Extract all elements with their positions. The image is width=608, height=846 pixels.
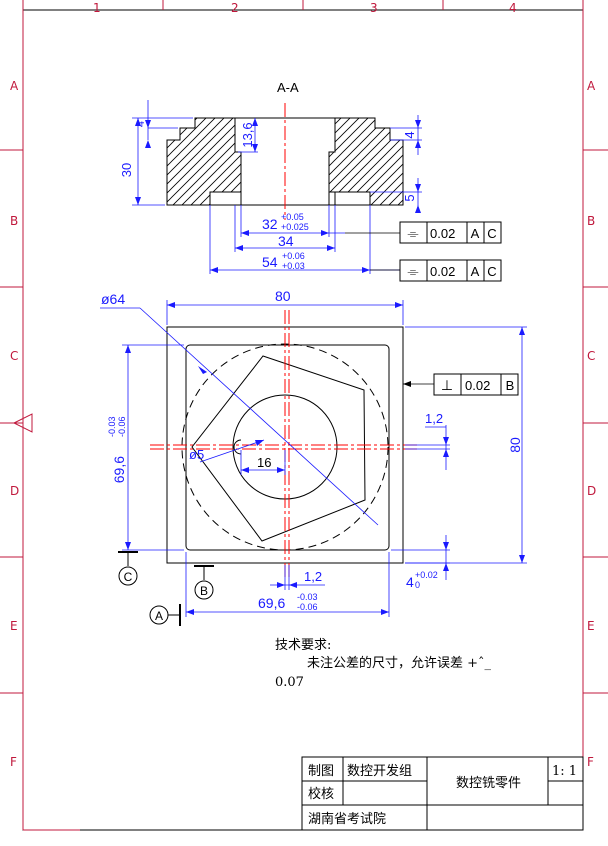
zone-col-2: 2 (231, 1, 239, 15)
dim-dia-64: ø64 (101, 291, 125, 307)
dim-height-80: 80 (507, 437, 523, 453)
notes-heading: 技术要求: (275, 638, 331, 653)
plan-dim-arrows (125, 302, 525, 615)
centering-arrow (12, 413, 33, 433)
zone-row-c-left: C (10, 349, 18, 363)
zone-row-f-left: F (10, 755, 17, 769)
dim-left-69-6-lower-tol: -0.06 (117, 416, 127, 437)
dim-offset-right-1-2: 1,2 (425, 411, 443, 426)
dim-width-80: 80 (275, 288, 291, 304)
zone-col-4: 4 (509, 1, 517, 15)
title-drawn-by: 数控开发组 (347, 763, 412, 779)
fcf-perpendicularity: ⊥ 0.02 B (403, 373, 519, 396)
dim-width-54-lower-tol: +0.03 (282, 261, 305, 271)
plan-dimensions (100, 300, 527, 617)
fcf-symmetry-1: ⌯ 0.02 A C (345, 221, 502, 244)
zone-col-3: 3 (370, 1, 378, 15)
datum-a-label: A (155, 609, 163, 623)
section-view (166, 103, 404, 220)
dim-left-69-6: 69,6 (111, 456, 127, 483)
dim-width-34: 34 (278, 233, 294, 249)
dim-depth-4-lower-tol: 0 (415, 580, 420, 590)
dim-hole-dia-5: ø5 (189, 447, 204, 462)
dim-step-4: 4 (135, 121, 147, 127)
fcf1-datum-1: A (471, 226, 480, 241)
title-block (301, 756, 584, 831)
title-institute: 湖南省考试院 (308, 811, 386, 827)
fcf-symmetry-2: ⌯ 0.02 A C (370, 259, 502, 282)
dim-height-30: 30 (119, 163, 134, 177)
zone-row-b-left: B (10, 214, 18, 228)
dim-offset-bottom-1-2: 1,2 (304, 569, 322, 584)
fcf-perp-datum: B (506, 378, 515, 393)
zone-row-d-left: D (10, 484, 19, 498)
fcf-perpendicularity-icon: ⊥ (441, 377, 453, 393)
title-scale: 1: 1 (552, 764, 577, 779)
dim-width-54-upper-tol: +0.06 (282, 251, 305, 261)
zone-row-f-right: F (587, 755, 594, 769)
section-dim-arrows (135, 118, 421, 273)
plan-centerlines (150, 310, 420, 580)
fcf1-value: 0.02 (430, 226, 455, 241)
dim-bore-32-upper-tol: +0.05 (281, 212, 304, 222)
title-checked-label: 校核 (308, 786, 334, 802)
fcf-perp-value: 0.02 (465, 378, 490, 393)
notes-line-1: 未注公差的尺寸，允许误差 +ˆ_ (307, 655, 492, 671)
dim-bottom-69-6-lower-tol: -0.06 (297, 602, 318, 612)
dim-bore-32-lower-tol: +0.025 (281, 222, 309, 232)
datum-b (194, 565, 214, 600)
datum-a (149, 604, 181, 626)
dim-bottom-69-6: 69,6 (258, 595, 285, 611)
dim-offset-16: 16 (257, 455, 271, 470)
zone-row-b-right: B (587, 214, 595, 228)
fcf2-symmetry-icon: ⌯ (407, 263, 418, 279)
dim-bore-32: 32 (262, 216, 278, 232)
zone-row-a-right: A (587, 79, 596, 93)
title-part-name: 数控铣零件 (456, 776, 521, 791)
pentagon (191, 355, 366, 542)
dim-bottom-69-6-upper-tol: -0.03 (297, 592, 318, 602)
fcf2-value: 0.02 (430, 264, 455, 279)
dim-left-69-6-upper-tol: -0.03 (107, 416, 117, 437)
small-hole (233, 439, 242, 455)
zone-row-e-right: E (587, 619, 595, 633)
zone-row-d-right: D (587, 484, 596, 498)
dim-width-54: 54 (262, 254, 278, 270)
dim-right-step-4: 4 (402, 131, 417, 138)
dim-bore-depth-13-6: 13,6 (240, 122, 255, 147)
zone-row-a-left: A (10, 79, 19, 93)
datum-c-label: C (124, 570, 133, 584)
datum-c (118, 551, 138, 586)
section-left-hatch (166, 117, 242, 206)
dim-bottom-step-5: 5 (402, 194, 417, 201)
dim-depth-4: 4 (406, 574, 414, 590)
zone-row-c-right: C (587, 349, 595, 363)
dim-depth-4-upper-tol: +0.02 (415, 570, 438, 580)
fcf1-symmetry-icon: ⌯ (407, 225, 418, 241)
zone-row-e-left: E (10, 619, 18, 633)
notes-line-2: 0.07 (275, 675, 304, 690)
section-title: A-A (277, 80, 299, 95)
zone-col-1: 1 (93, 1, 101, 15)
title-drawn-label: 制图 (308, 764, 334, 779)
fcf2-datum-2: C (487, 264, 496, 279)
fcf1-datum-2: C (487, 226, 496, 241)
fcf2-datum-1: A (471, 264, 480, 279)
datum-b-label: B (200, 584, 208, 598)
zone-labels: 1 2 3 4 A A B B C C D D E E F F (10, 1, 596, 769)
